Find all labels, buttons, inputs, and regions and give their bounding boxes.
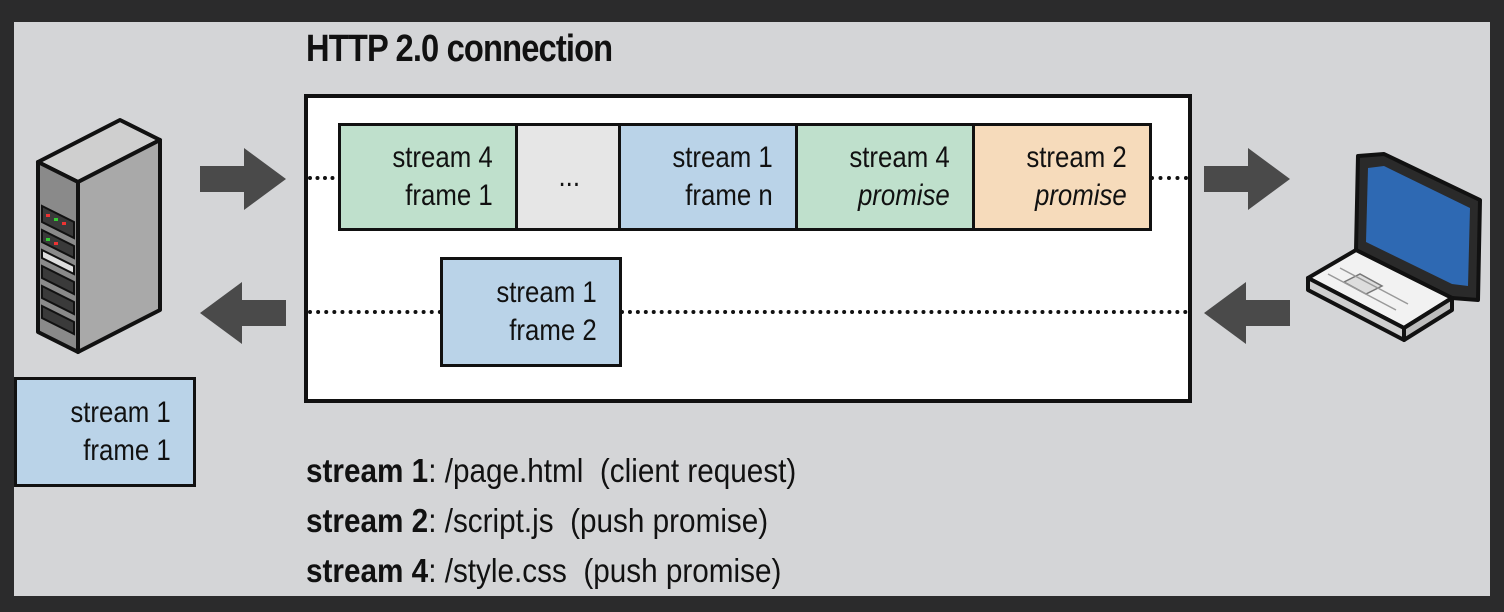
inbound-line <box>620 310 1188 314</box>
legend-stream: stream 1 <box>306 452 429 489</box>
arrow-right-icon <box>200 148 286 210</box>
arrow-left-icon <box>200 282 286 344</box>
legend-item: stream 2: /script.js (push promise) <box>306 502 768 540</box>
inbound-line <box>308 310 442 314</box>
laptop-icon <box>1306 152 1482 342</box>
frame-stream1-frame2: stream 1 frame 2 <box>440 257 622 367</box>
server-icon <box>36 118 162 354</box>
legend-desc: : /script.js (push promise) <box>428 502 769 539</box>
diagram-title: HTTP 2.0 connection <box>306 28 613 70</box>
legend-desc: : /style.css (push promise) <box>428 552 782 589</box>
frame-stream1-frame1: stream 1 frame 1 <box>14 377 196 487</box>
arrow-left-icon <box>1204 282 1290 344</box>
frame-ellipsis: ... <box>515 123 621 231</box>
frame-stream4-promise: stream 4 promise <box>795 123 975 231</box>
legend-item: stream 4: /style.css (push promise) <box>306 552 781 590</box>
legend-stream: stream 4 <box>306 552 429 589</box>
legend-stream: stream 2 <box>306 502 429 539</box>
frame-stream4-frame1: stream 4 frame 1 <box>338 123 518 231</box>
legend-item: stream 1: /page.html (client request) <box>306 452 796 490</box>
outbound-line <box>308 176 342 180</box>
frame-stream2-promise: stream 2 promise <box>972 123 1152 231</box>
legend-desc: : /page.html (client request) <box>428 452 797 489</box>
arrow-right-icon <box>1204 148 1290 210</box>
frame-stream1-framen: stream 1 frame n <box>618 123 798 231</box>
outbound-line <box>1150 176 1188 180</box>
